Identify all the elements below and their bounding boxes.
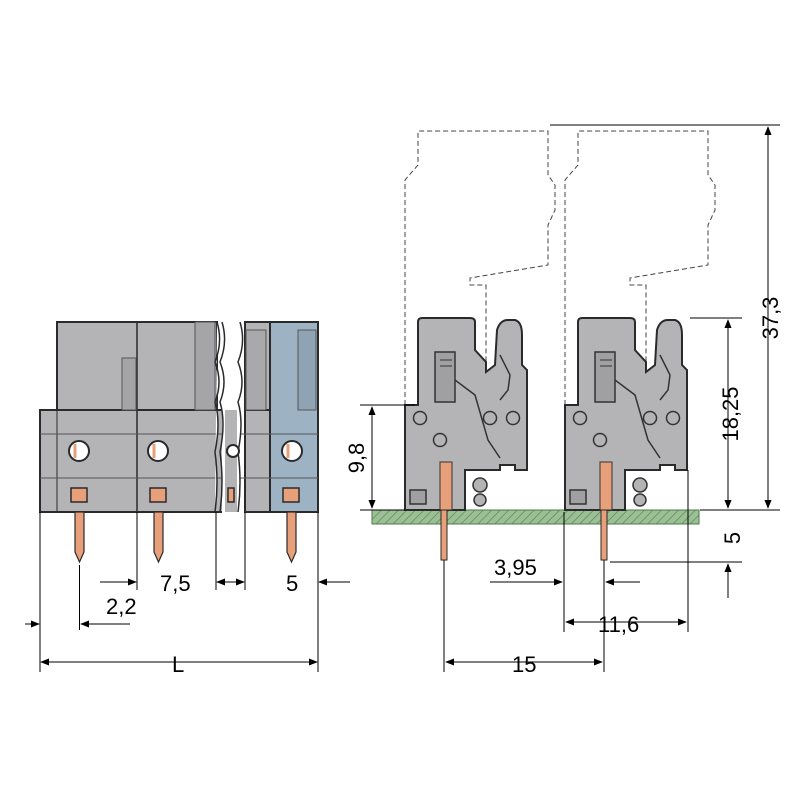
clamp-hole <box>147 440 169 462</box>
test-window <box>149 487 167 503</box>
solder-pin-side <box>600 509 608 561</box>
dim-total-height: 37,3 <box>758 297 783 340</box>
dim-header-height: 18,25 <box>718 386 743 441</box>
side-view: 9,8 37,3 18,25 5 3,95 11,6 15 <box>344 124 783 677</box>
solder-pin <box>153 511 164 564</box>
solder-pin <box>286 511 297 564</box>
dim-pin-from-edge: 3,95 <box>494 555 537 580</box>
solder-pin-side <box>440 509 448 561</box>
clamp-hole <box>226 444 240 458</box>
dim-half-pitch: 5 <box>286 571 298 596</box>
front-view: 7,5 5 2,2 L <box>25 318 350 677</box>
clamp-hole <box>281 440 303 462</box>
pcb <box>371 509 700 525</box>
housing-lower-block-right <box>244 409 271 513</box>
solder-pin <box>74 511 85 564</box>
connector-side-profile <box>564 317 688 511</box>
test-window <box>227 487 235 503</box>
dim-length: L <box>172 652 184 677</box>
test-window <box>282 487 300 503</box>
clamp-hole <box>68 440 90 462</box>
housing-lower-block <box>39 409 239 513</box>
dim-body-height: 9,8 <box>344 443 369 474</box>
connector-side-profile <box>404 317 528 511</box>
dim-pitch: 7,5 <box>160 571 191 596</box>
dim-pin-length: 5 <box>720 532 745 544</box>
test-window <box>70 487 88 503</box>
dim-pin-offset: 2,2 <box>106 594 137 619</box>
dim-pin-spacing: 15 <box>512 652 536 677</box>
dim-body-depth: 11,6 <box>598 612 639 637</box>
